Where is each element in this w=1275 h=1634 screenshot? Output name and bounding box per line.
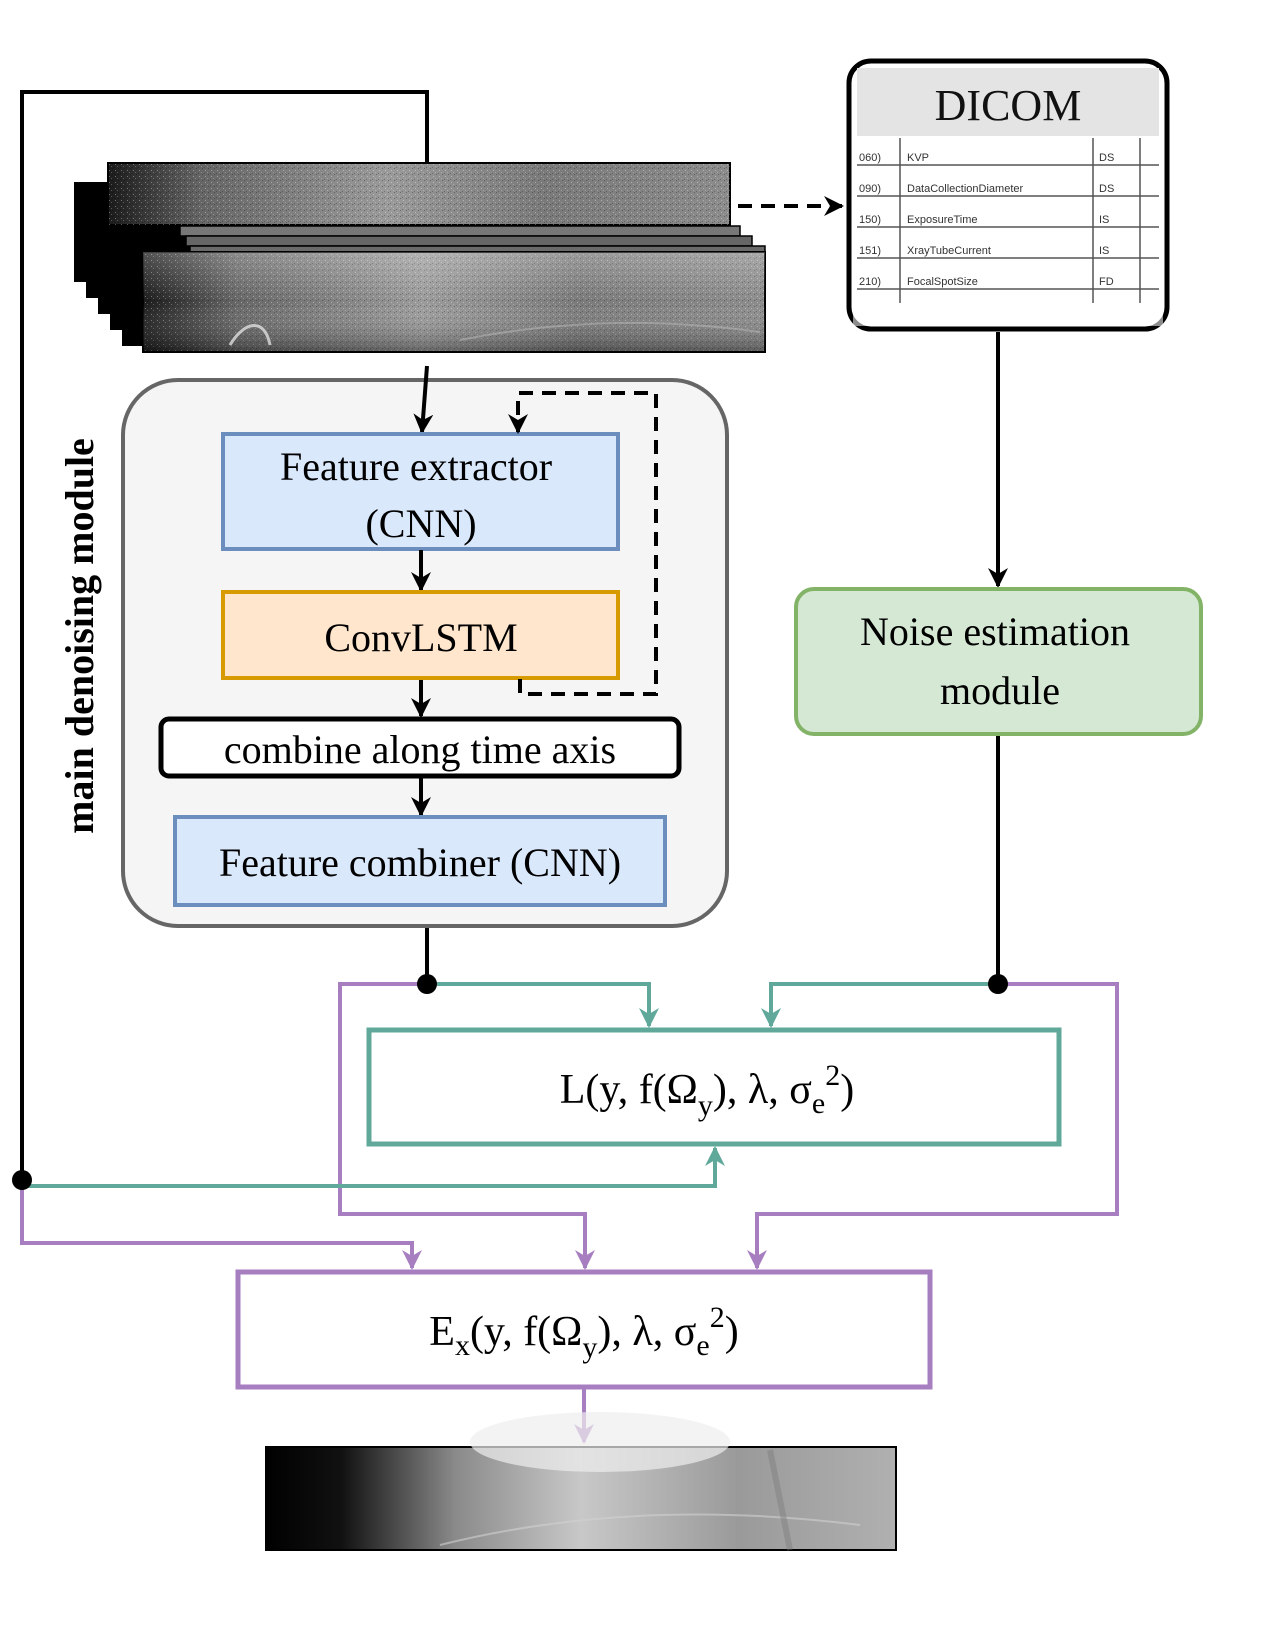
noise-estimation-label: Noise estimation module	[860, 609, 1140, 713]
dicom-tag-cell: 090)	[859, 183, 881, 195]
feature-combiner-label: Feature combiner (CNN)	[219, 840, 621, 885]
convlstm-block	[221, 590, 620, 680]
feature-extractor-line-2: (CNN)	[365, 501, 476, 546]
loss-sigma-sub: e	[812, 1087, 825, 1120]
arrow-input-to-extractor	[413, 365, 434, 434]
junction-noise	[988, 974, 1008, 994]
dicom-tag-cell: 060)	[859, 152, 881, 164]
purple-path-combiner	[338, 982, 595, 1270]
output-xray	[265, 1412, 897, 1551]
dicom-tag-cell: 210)	[859, 276, 881, 288]
module-label: main denoising module	[57, 438, 102, 834]
purple-path-input	[20, 1180, 422, 1270]
noise-estimation-line-2: module	[940, 668, 1060, 713]
estimator-rest: ), λ, σ	[597, 1309, 696, 1355]
convlstm-label: ConvLSTM	[324, 615, 517, 660]
dicom-tag-cell: 151)	[859, 245, 881, 257]
noise-estimation-block	[794, 587, 1203, 736]
dicom-name-cell: DataCollectionDiameter	[907, 183, 1023, 195]
estimator-main: E	[429, 1309, 455, 1355]
loss-sigma-sup: 2	[825, 1059, 840, 1092]
junction-input	[12, 1170, 32, 1190]
feature-combiner-block	[173, 815, 667, 907]
estimator-close: )	[725, 1309, 739, 1355]
dicom-panel: DICOM 060) KVP DS 090) DataCollectionDiamete…	[846, 58, 1170, 332]
recurrent-dashed-loop	[508, 391, 658, 696]
feature-extractor-block	[221, 432, 620, 551]
loss-omega-sub: y	[698, 1089, 713, 1122]
loss-text-main: L(y, f(	[560, 1067, 667, 1113]
estimator-sigma-sup: 2	[710, 1301, 725, 1334]
purple-path-noise	[747, 982, 1119, 1270]
loss-formula: L(y, f(Ωy), λ, σe2)	[560, 1059, 854, 1122]
dicom-title: DICOM	[935, 81, 1082, 130]
noise-estimation-line-1: Noise estimation	[860, 609, 1130, 654]
estimator-omega: Ω	[551, 1309, 582, 1355]
loss-close: )	[840, 1067, 854, 1113]
dicom-name-cell: ExposureTime	[907, 214, 978, 226]
loss-block	[366, 1027, 1062, 1147]
dicom-vr-cell: FD	[1099, 276, 1114, 288]
dicom-vr-cell: IS	[1099, 214, 1109, 226]
estimator-args: (y, f(	[470, 1309, 551, 1355]
dicom-vr-cell: DS	[1099, 152, 1114, 164]
estimator-omega-sub: y	[582, 1331, 597, 1364]
dicom-vr-cell: DS	[1099, 183, 1114, 195]
dicom-vr-cell: IS	[1099, 245, 1109, 257]
feature-extractor-label: Feature extractor (CNN)	[280, 444, 562, 546]
dicom-name-cell: FocalSpotSize	[907, 276, 978, 288]
feature-extractor-line-1: Feature extractor	[280, 444, 552, 489]
teal-path-input	[20, 1146, 725, 1188]
loss-omega: Ω	[667, 1067, 698, 1113]
input-skip-line	[20, 90, 429, 1180]
teal-path-combiner	[427, 982, 659, 1028]
estimator-sigma-sub: e	[696, 1329, 709, 1362]
estimator-main-sub: x	[455, 1329, 470, 1362]
teal-path-noise	[761, 982, 998, 1028]
loss-text-rest: ), λ, σ	[713, 1067, 812, 1113]
dicom-name-cell: XrayTubeCurrent	[907, 245, 991, 257]
combine-block	[158, 716, 682, 779]
combine-label: combine along time axis	[224, 727, 616, 772]
junction-combiner	[417, 974, 437, 994]
dicom-name-cell: KVP	[907, 152, 929, 164]
input-xray-stack	[74, 162, 766, 353]
estimator-formula: Ex(y, f(Ωy), λ, σe2)	[429, 1301, 738, 1364]
estimator-block	[235, 1269, 933, 1390]
dicom-tag-cell: 150)	[859, 214, 881, 226]
dicom-bottom-fade	[853, 304, 1163, 326]
dicom-table: 060) KVP DS 090) DataCollectionDiameter DS 150…	[853, 138, 1163, 326]
